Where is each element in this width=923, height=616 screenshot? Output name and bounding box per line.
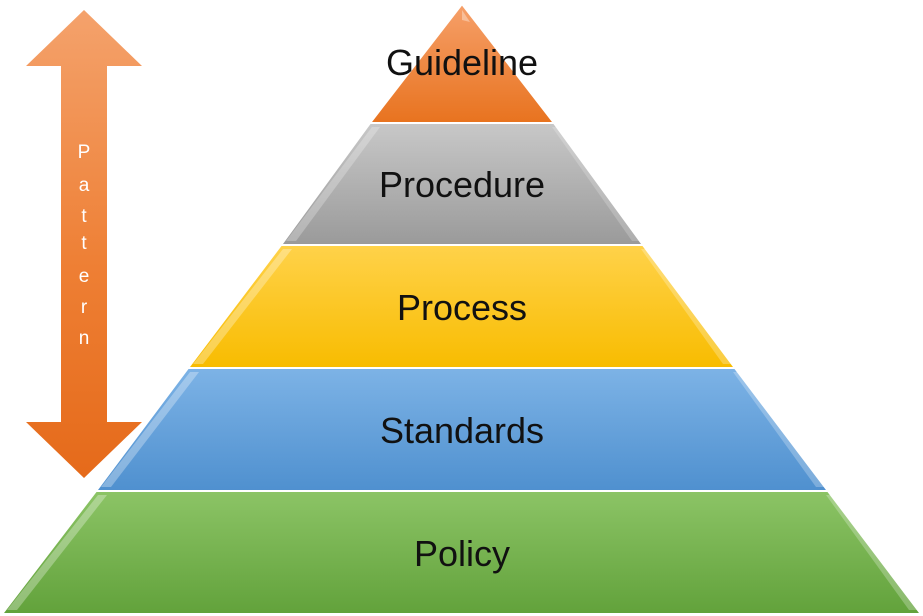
arrow-letter: r bbox=[81, 297, 88, 318]
double-arrow-icon bbox=[26, 10, 142, 478]
tier-label-policy: Policy bbox=[414, 533, 510, 574]
tier-standards bbox=[94, 367, 831, 492]
arrow-letter: n bbox=[79, 328, 90, 349]
tier-label-standards: Standards bbox=[380, 410, 544, 451]
tier-label-procedure: Procedure bbox=[379, 164, 545, 205]
arrow-letter: t bbox=[81, 233, 87, 254]
arrow-letter: a bbox=[79, 175, 90, 196]
tier-label-guideline: Guideline bbox=[386, 42, 538, 83]
arrow-label: P a t t e r n bbox=[78, 142, 91, 349]
arrow-letter: P bbox=[78, 142, 91, 163]
arrow-letter: e bbox=[79, 266, 90, 287]
tier-policy bbox=[0, 490, 923, 615]
tier-label-process: Process bbox=[397, 287, 527, 328]
arrow-letter: t bbox=[81, 206, 87, 227]
